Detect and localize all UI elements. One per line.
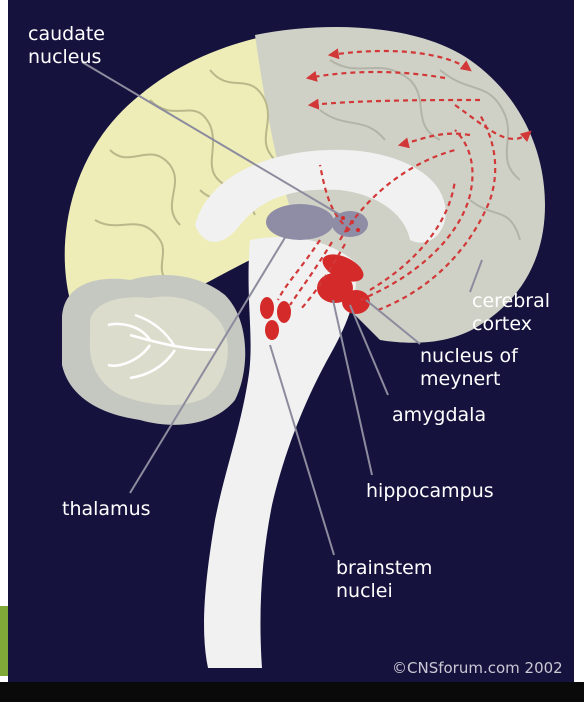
label-nucleus-of-meynert: nucleus of — [420, 345, 519, 367]
leader-lines — [81, 61, 483, 556]
corpus-callosum — [195, 149, 446, 243]
brainstem — [204, 236, 357, 668]
pathway-arrows — [277, 48, 532, 312]
label-cerebral-cortex-2: cortex — [472, 313, 532, 335]
label-caudate-nucleus-2: nucleus — [28, 46, 101, 68]
brainstem-nucleus — [277, 301, 291, 323]
label-brainstem-nuclei: brainstem — [336, 557, 432, 579]
brainstem-nucleus — [260, 297, 274, 319]
arbor-vitae — [107, 313, 216, 380]
hippocampus-nucleus — [342, 290, 370, 314]
label-thalamus: thalamus — [62, 498, 151, 520]
caudate-dot — [356, 228, 360, 232]
label-caudate-nucleus: caudate — [28, 23, 105, 45]
brainstem-nucleus — [265, 320, 279, 340]
corner-accent — [0, 606, 10, 676]
label-amygdala: amygdala — [392, 404, 486, 426]
bottom-bar — [0, 682, 584, 702]
amygdala — [317, 273, 353, 303]
label-cerebral-cortex: cerebral — [472, 290, 550, 312]
label-hippocampus: hippocampus — [366, 480, 494, 502]
caudate-dot — [341, 216, 345, 220]
copyright-text: ©CNSforum.com 2002 — [392, 659, 563, 677]
thalamus — [266, 204, 334, 240]
label-nucleus-of-meynert-2: meynert — [420, 368, 500, 390]
label-brainstem-nuclei-2: nuclei — [336, 580, 393, 602]
